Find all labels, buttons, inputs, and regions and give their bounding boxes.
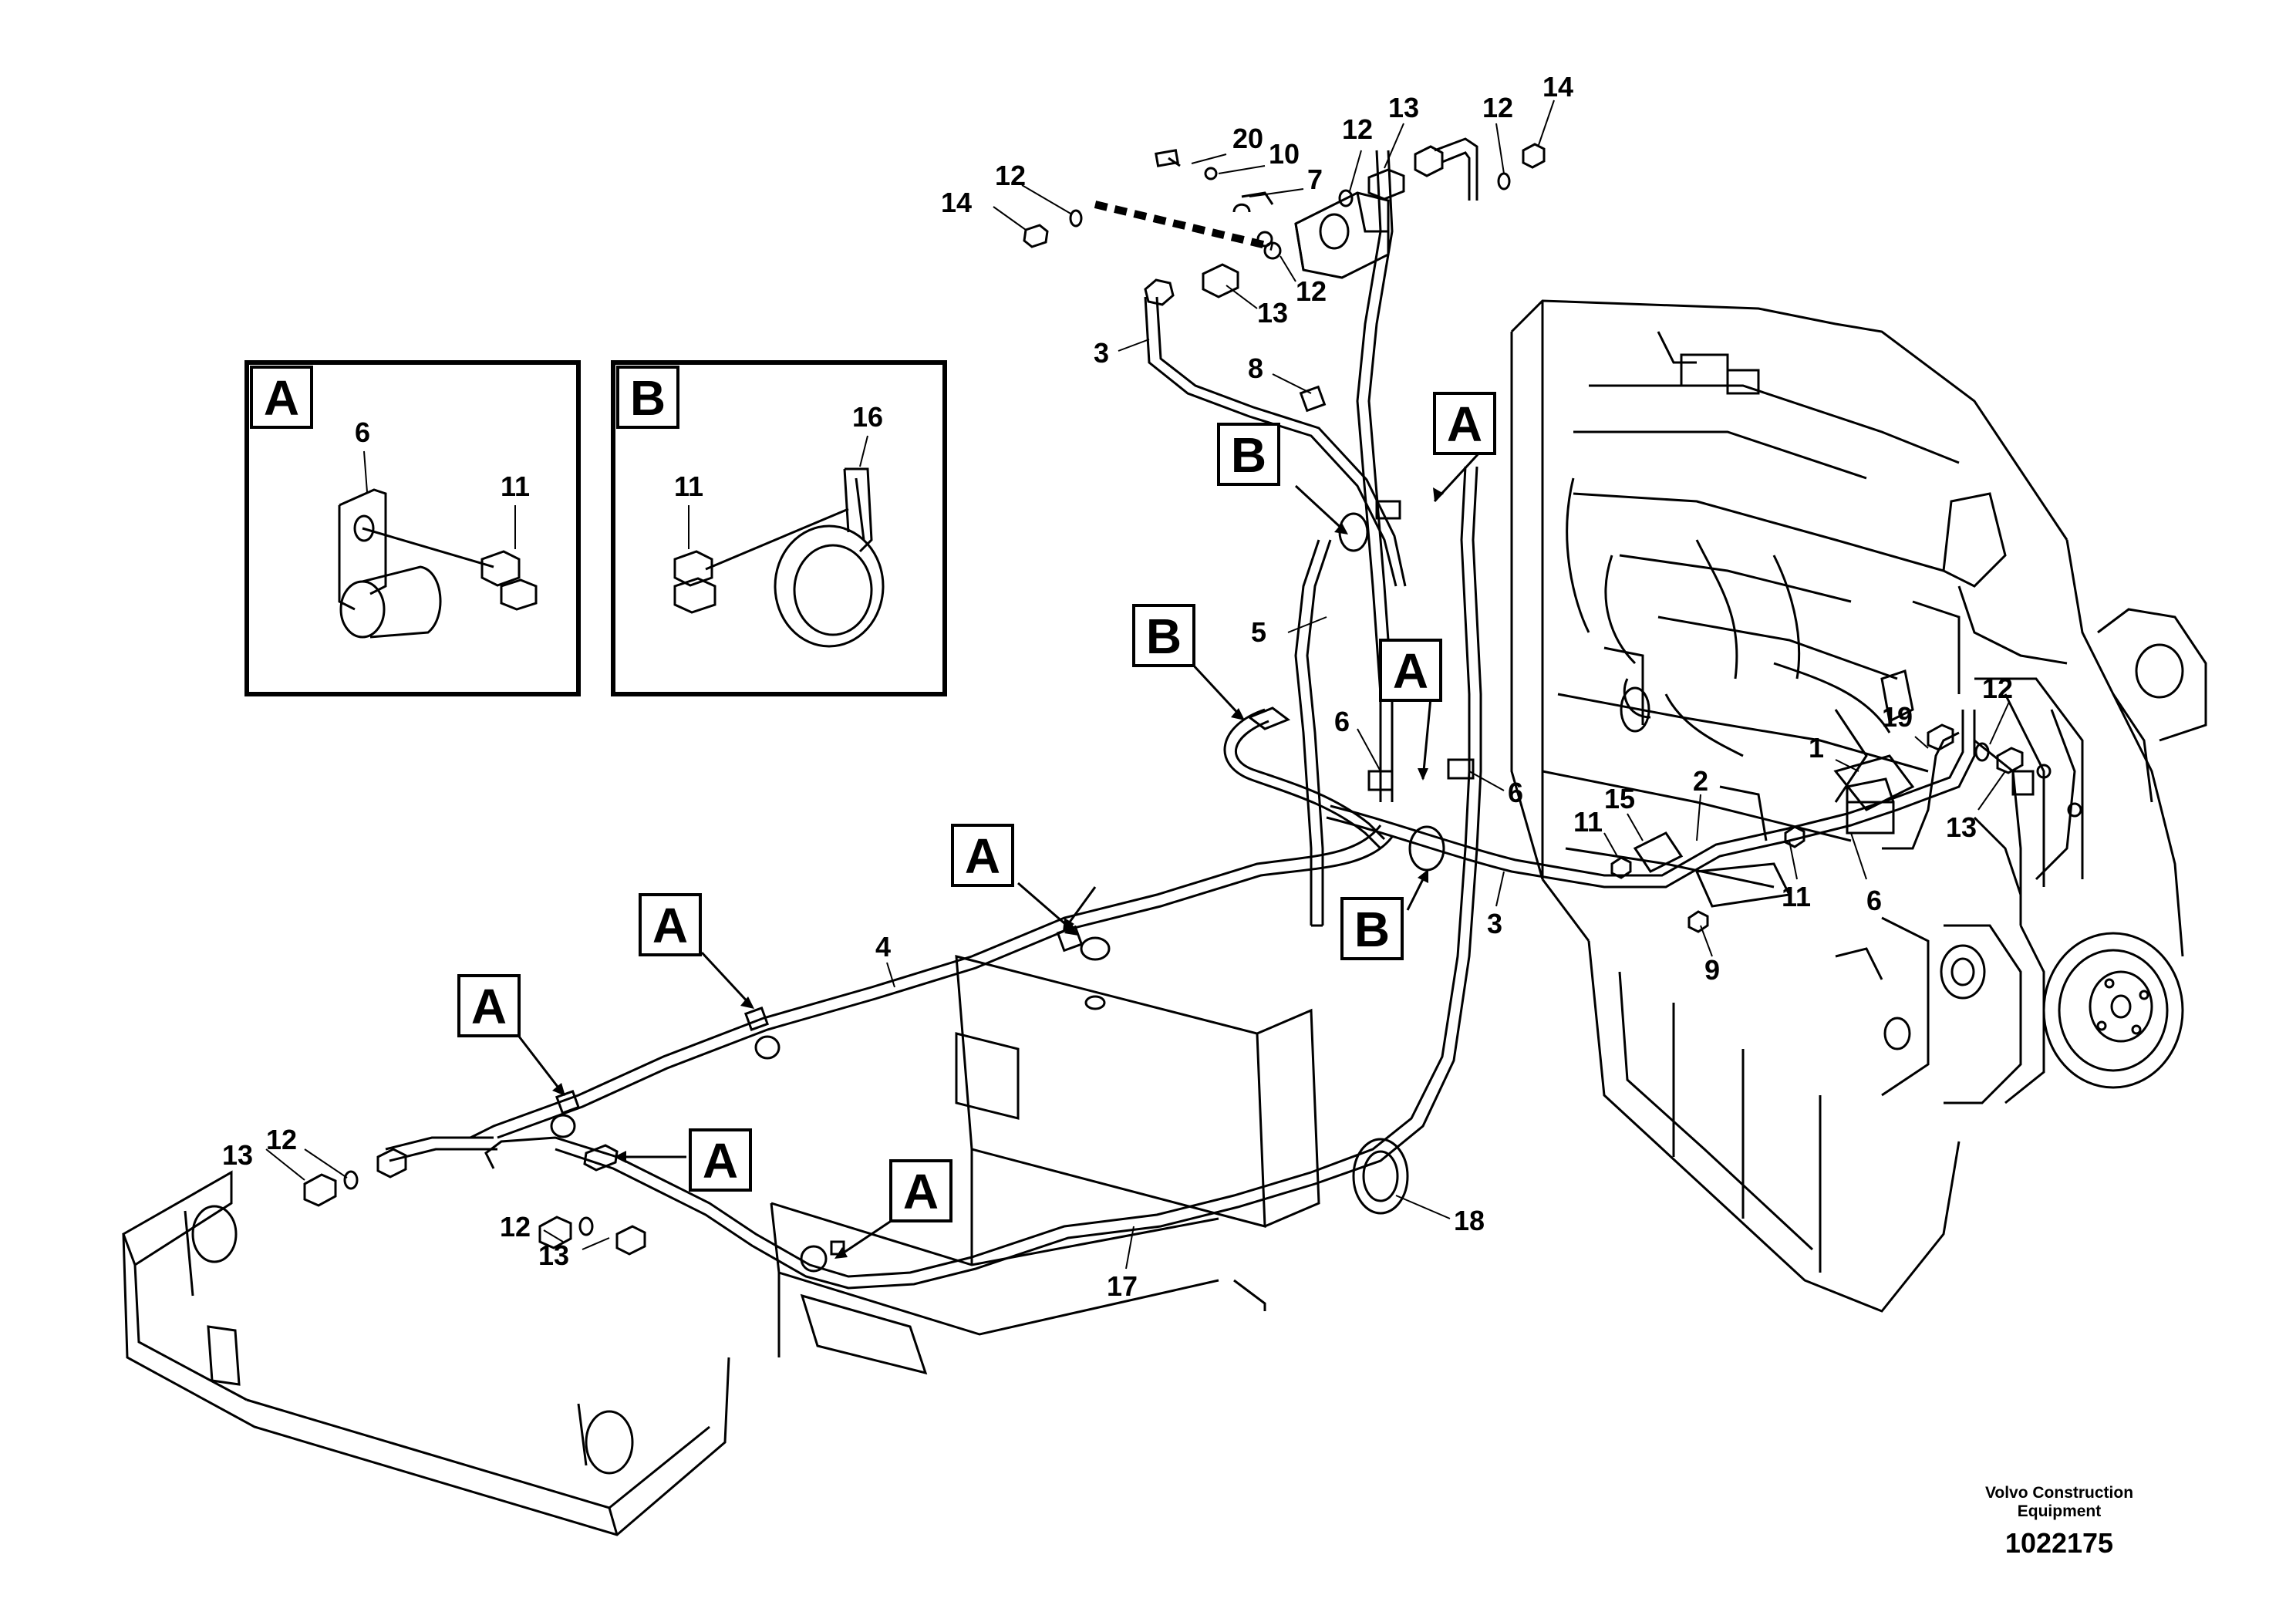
detail-view-b: B 11 16 xyxy=(611,360,947,696)
tag-letter: B xyxy=(1354,902,1390,957)
callout: 5 xyxy=(1251,616,1266,648)
tag-letter: A xyxy=(903,1164,939,1219)
credit-line-2: Equipment xyxy=(2017,1502,2102,1520)
tag-letter: A xyxy=(1447,396,1482,452)
detail-a-callout-11: 11 xyxy=(501,470,530,502)
tag-letter: A xyxy=(1393,643,1428,699)
reference-tag-a-8: A xyxy=(834,1159,952,1259)
callout: 12 xyxy=(1296,275,1327,307)
reference-tags: A B B A A B xyxy=(457,392,1496,1259)
callout: 10 xyxy=(1269,138,1300,170)
tube-4 xyxy=(470,824,1382,1139)
callout: 7 xyxy=(1307,164,1323,195)
tube-vertical-upper xyxy=(1356,150,1382,802)
detail-view-b-letter: B xyxy=(630,370,666,426)
callouts: 20 10 12 13 12 14 12 14 7 13 12 3 8 5 6 … xyxy=(222,71,2013,1302)
callout: 9 xyxy=(1704,954,1720,986)
callout: 12 xyxy=(1482,92,1513,123)
drawing-number: 1022175 xyxy=(2004,1527,2114,1559)
callout: 3 xyxy=(1094,337,1109,369)
reference-tag-b-2: B xyxy=(1132,604,1245,720)
callout: 12 xyxy=(266,1124,297,1155)
callout: 12 xyxy=(500,1211,531,1243)
callout: 6 xyxy=(1508,777,1523,808)
credit-line-1: Volvo Construction xyxy=(1984,1484,2134,1502)
callout: 6 xyxy=(1866,885,1882,916)
callout: 20 xyxy=(1232,123,1263,154)
callout: 4 xyxy=(875,931,891,963)
tube-clamps xyxy=(303,385,2024,1273)
reference-tag-a-1: A xyxy=(1433,392,1496,503)
detail-view-a-letter: A xyxy=(264,370,299,426)
callout: 12 xyxy=(995,160,1026,191)
callout: 13 xyxy=(538,1239,569,1271)
callout: 19 xyxy=(1882,701,1913,733)
tag-letter: A xyxy=(652,898,688,953)
detail-b-callout-16: 16 xyxy=(852,401,883,433)
tube-3-lower xyxy=(1326,710,1976,889)
detail-a-callout-6: 6 xyxy=(355,416,370,448)
reference-tag-b-1: B xyxy=(1217,423,1348,534)
callout: 1 xyxy=(1809,732,1824,764)
callout: 2 xyxy=(1693,765,1708,797)
tag-letter: B xyxy=(1231,427,1266,483)
reference-tag-a-6 xyxy=(1063,886,1097,932)
callout: 14 xyxy=(1542,71,1573,103)
reference-tag-a-7: A xyxy=(614,1128,752,1192)
reference-tag-b-3: B xyxy=(1340,869,1428,960)
tube-5 xyxy=(1294,539,1320,926)
detail-b-callout-11: 11 xyxy=(674,470,703,502)
callout: 12 xyxy=(1342,113,1373,145)
callout: 3 xyxy=(1487,908,1502,939)
callout: 18 xyxy=(1454,1205,1485,1236)
chassis-frame xyxy=(122,955,1320,1536)
callout: 11 xyxy=(1573,806,1603,838)
callout: 13 xyxy=(1388,92,1419,123)
reference-tag-a-4: A xyxy=(639,893,754,1009)
tube-routing xyxy=(385,150,2022,1290)
engine-block xyxy=(1510,299,2207,1313)
callout: 14 xyxy=(941,187,972,218)
tag-letter: A xyxy=(471,979,507,1034)
top-junction-block xyxy=(1023,137,1546,306)
callout: 6 xyxy=(1334,706,1350,737)
leader-lines xyxy=(265,99,2010,1270)
callout: 13 xyxy=(1946,811,1977,843)
callout: 13 xyxy=(1257,297,1288,329)
tag-letter: A xyxy=(703,1133,738,1189)
callout: 13 xyxy=(222,1139,253,1171)
tag-letter: B xyxy=(1146,609,1182,664)
tube-loop-left xyxy=(1223,708,1382,850)
callout: 17 xyxy=(1107,1270,1138,1302)
tag-letter: A xyxy=(965,828,1000,884)
callout: 12 xyxy=(1982,673,2013,704)
callout: 15 xyxy=(1604,783,1635,814)
callout: 11 xyxy=(1782,881,1811,912)
reference-tag-a-3: A xyxy=(951,824,1078,936)
callout: 8 xyxy=(1248,352,1263,384)
reference-tag-a-5: A xyxy=(457,974,565,1096)
detail-view-a: A 6 11 xyxy=(244,360,581,696)
reference-tag-a-2: A xyxy=(1379,639,1442,781)
